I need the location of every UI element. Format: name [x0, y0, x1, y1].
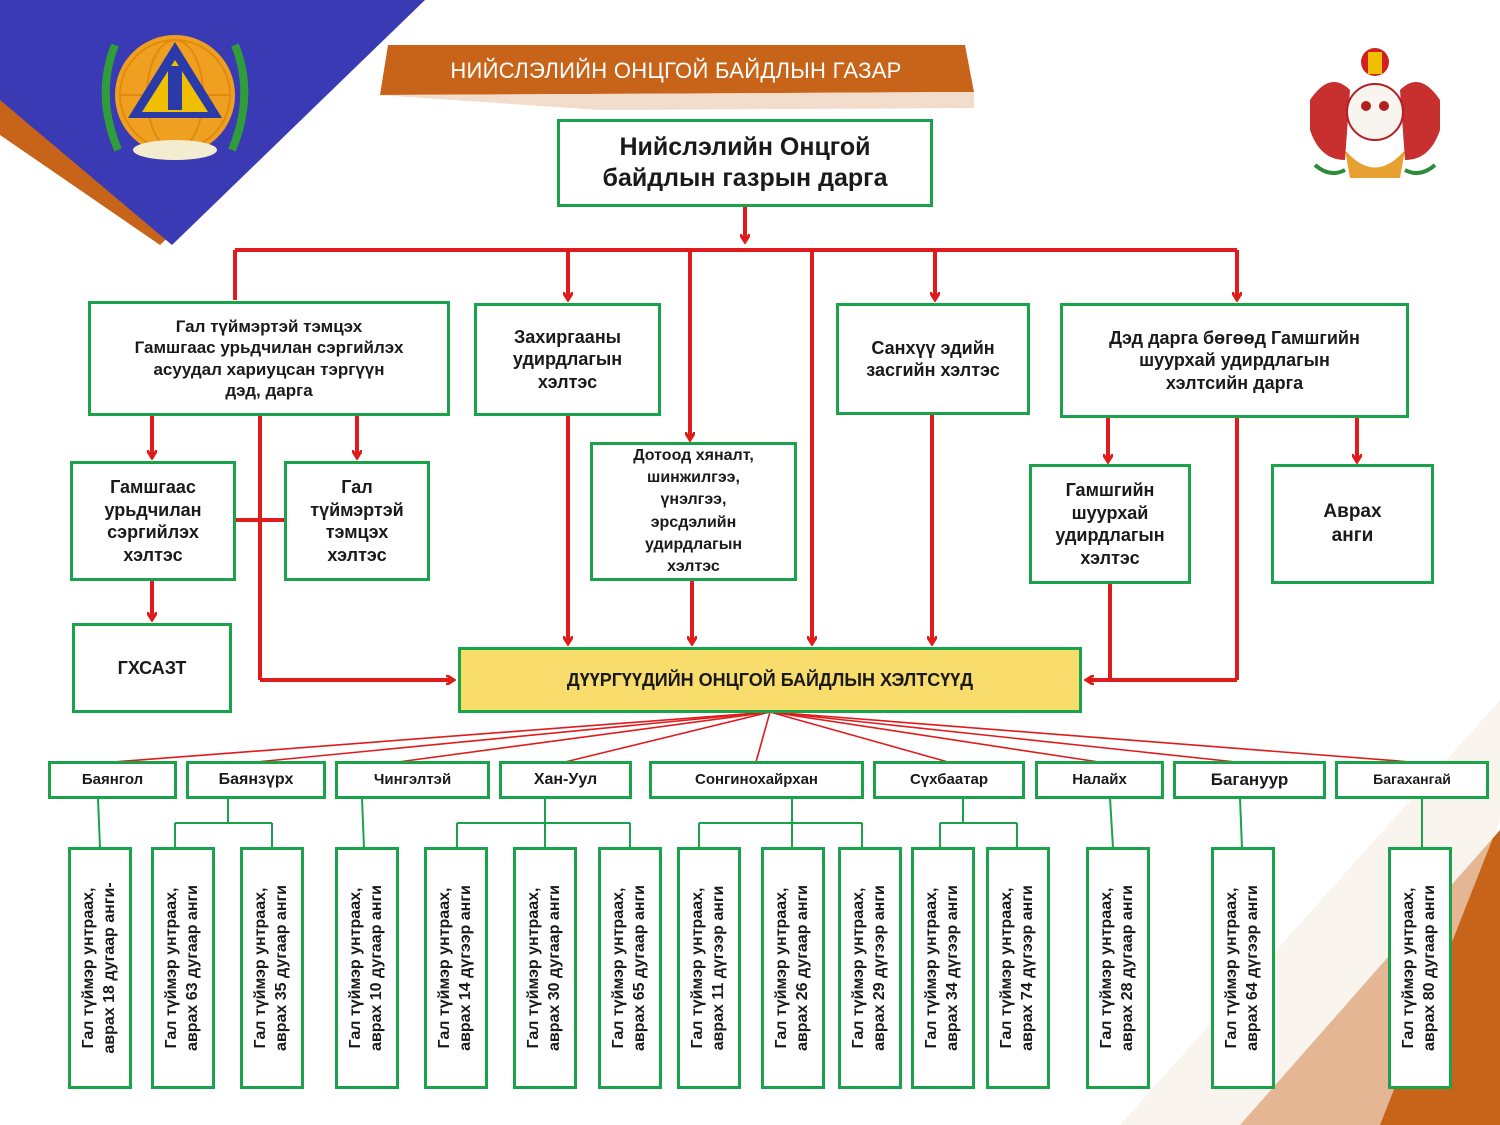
unit-label: Гал түймэр унтраах, аврах 34 дүгээр анги — [923, 885, 961, 1051]
fire-deputy-box: Гал түймэртэй тэмцэх Гамшгаас урьдчилан … — [88, 301, 450, 416]
fire-unit-65: Гал түймэр унтраах, аврах 65 дугаар анги — [598, 847, 662, 1089]
district-label: Багахангай — [1373, 771, 1451, 788]
fire-unit-30: Гал түймэр унтраах, аврах 30 дугаар анги — [513, 847, 577, 1089]
district-label: Налайх — [1072, 770, 1127, 788]
unit-label: Гал түймэр унтраах, аврах 26 дугаар анги — [773, 885, 811, 1051]
gxsazt-label: ГХСАЗТ — [117, 657, 187, 678]
district-label: Багануур — [1210, 770, 1289, 790]
unit-label: Гал түймэр унтраах, аврах 11 дүгээр анги — [689, 885, 727, 1051]
district-bayangol: Баянгол — [48, 761, 177, 799]
district-label: Сонгинохайрхан — [695, 770, 818, 788]
district-label: Баянгол — [81, 770, 144, 788]
unit-label: Гал түймэр унтраах, аврах 18 дугаар анги… — [80, 882, 118, 1054]
fire-unit-35: Гал түймэр унтраах, аврах 35 дугаар анги — [240, 847, 304, 1089]
unit-label: Гал түймэр унтраах, аврах 63 дугаар анги — [163, 885, 201, 1051]
prevention-department-box: Гамшгаас урьдчилан сэргийлэх хэлтэс — [70, 461, 236, 581]
district-chingeltei: Чингэлтэй — [335, 761, 490, 799]
banner-shadow — [380, 92, 974, 110]
fire-unit-18: Гал түймэр унтраах, аврах 18 дугаар анги… — [68, 847, 132, 1089]
district-departments-label: ДҮҮРГҮҮДИЙН ОНЦГОЙ БАЙДЛЫН ХЭЛТСҮҮД — [566, 669, 974, 690]
head-of-agency-box: Нийслэлийн Онцгой байдлын газрын дарга — [557, 119, 933, 207]
fire-unit-26: Гал түймэр унтраах, аврах 26 дугаар анги — [761, 847, 825, 1089]
district-label: Баянзүрх — [218, 771, 294, 788]
district-khan-uul: Хан-Уул — [499, 761, 632, 799]
finance-department-label: Санхүү эдийн засгийн хэлтэс — [866, 337, 1000, 381]
admin-department-box: Захиргааны удирдлагын хэлтэс — [474, 303, 661, 416]
fire-unit-29: Гал түймэр унтраах, аврах 29 дүгээр анги — [838, 847, 902, 1089]
unit-label: Гал түймэр унтраах, аврах 80 дугаар анги — [1400, 885, 1438, 1051]
unit-label: Гал түймэр унтраах, аврах 35 дугаар анги — [252, 885, 290, 1051]
unit-label: Гал түймэр унтраах, аврах 74 дүгээр анги — [998, 885, 1036, 1051]
rescue-unit-box: Аврах анги — [1271, 464, 1434, 584]
firefighting-department-box: Гал түймэртэй тэмцэх хэлтэс — [284, 461, 430, 581]
fire-unit-64: Гал түймэр унтраах, аврах 64 дүгээр анги — [1211, 847, 1275, 1089]
fire-unit-10: Гал түймэр унтраах, аврах 10 дугаар анги — [335, 847, 399, 1089]
internal-audit-label: Дотоод хяналт, шинжилгээ, үнэлгээ, эрсдэ… — [633, 447, 754, 575]
unit-label: Гал түймэр унтраах, аврах 64 дүгээр анги — [1223, 885, 1261, 1051]
internal-audit-box: Дотоод хяналт, шинжилгээ, үнэлгээ, эрсдэ… — [590, 442, 797, 581]
district-departments-box: ДҮҮРГҮҮДИЙН ОНЦГОЙ БАЙДЛЫН ХЭЛТСҮҮД — [458, 647, 1082, 713]
unit-label: Гал түймэр унтраах, аврах 10 дугаар анги — [347, 885, 385, 1051]
deputy-emergency-label: Дэд дарга бөгөөд Гамшгийн шуурхай удирдл… — [1109, 327, 1360, 393]
district-label: Хан-Уул — [533, 771, 598, 788]
unit-label: Гал түймэр унтраах, аврах 14 дүгээр анги — [436, 885, 474, 1051]
fire-unit-74: Гал түймэр унтраах, аврах 74 дүгээр анги — [986, 847, 1050, 1089]
head-of-agency-label: Нийслэлийн Онцгой байдлын газрын дарга — [602, 132, 888, 192]
gxsazt-box: ГХСАЗТ — [72, 623, 232, 713]
unit-label: Гал түймэр унтраах, аврах 65 дугаар анги — [610, 885, 648, 1051]
finance-department-box: Санхүү эдийн засгийн хэлтэс — [836, 303, 1030, 415]
unit-label: Гал түймэр унтраах, аврах 30 дугаар анги — [525, 885, 563, 1051]
district-label: Сүхбаатар — [909, 770, 989, 788]
city-coat-of-arms-logo — [1305, 48, 1445, 183]
deputy-emergency-box: Дэд дарга бөгөөд Гамшгийн шуурхай удирдл… — [1060, 303, 1409, 418]
unit-label: Гал түймэр унтраах, аврах 29 дүгээр анги — [850, 885, 888, 1051]
fire-deputy-label: Гал түймэртэй тэмцэх Гамшгаас урьдчилан … — [134, 317, 404, 400]
emergency-ops-department-box: Гамшгийн шуурхай удирдлагын хэлтэс — [1029, 464, 1191, 584]
fire-unit-34: Гал түймэр унтраах, аврах 34 дүгээр анги — [911, 847, 975, 1089]
firefighting-department-label: Гал түймэртэй тэмцэх хэлтэс — [310, 477, 404, 565]
district-bagakhangai: Багахангай — [1335, 761, 1489, 799]
banner-shape — [380, 45, 974, 95]
district-nalaikh: Налайх — [1035, 761, 1164, 799]
unit-label: Гал түймэр унтраах, аврах 28 дугаар анги — [1098, 885, 1136, 1051]
district-songinokhairkhan: Сонгинохайрхан — [649, 761, 864, 799]
district-bayanzurkh: Баянзүрх — [186, 761, 326, 799]
district-label: Чингэлтэй — [373, 770, 452, 788]
admin-department-label: Захиргааны удирдлагын хэлтэс — [512, 326, 623, 392]
fire-unit-11: Гал түймэр унтраах, аврах 11 дүгээр анги — [677, 847, 741, 1089]
fire-unit-63: Гал түймэр унтраах, аврах 63 дугаар анги — [151, 847, 215, 1089]
rescue-unit-label: Аврах анги — [1323, 501, 1382, 546]
banner-title: НИЙСЛЭЛИЙН ОНЦГОЙ БАЙДЛЫН ГАЗАР — [450, 58, 902, 83]
fire-unit-80: Гал түймэр унтраах, аврах 80 дугаар анги — [1388, 847, 1452, 1089]
district-baganuur: Багануур — [1173, 761, 1326, 799]
emergency-ops-department-label: Гамшгийн шуурхай удирдлагын хэлтэс — [1055, 480, 1165, 568]
fire-unit-28: Гал түймэр унтраах, аврах 28 дугаар анги — [1086, 847, 1150, 1089]
emergency-emblem-logo — [101, 35, 249, 160]
prevention-department-label: Гамшгаас урьдчилан сэргийлэх хэлтэс — [104, 477, 202, 565]
district-sukhbaatar: Сүхбаатар — [873, 761, 1025, 799]
fire-unit-14: Гал түймэр унтраах, аврах 14 дүгээр анги — [424, 847, 488, 1089]
